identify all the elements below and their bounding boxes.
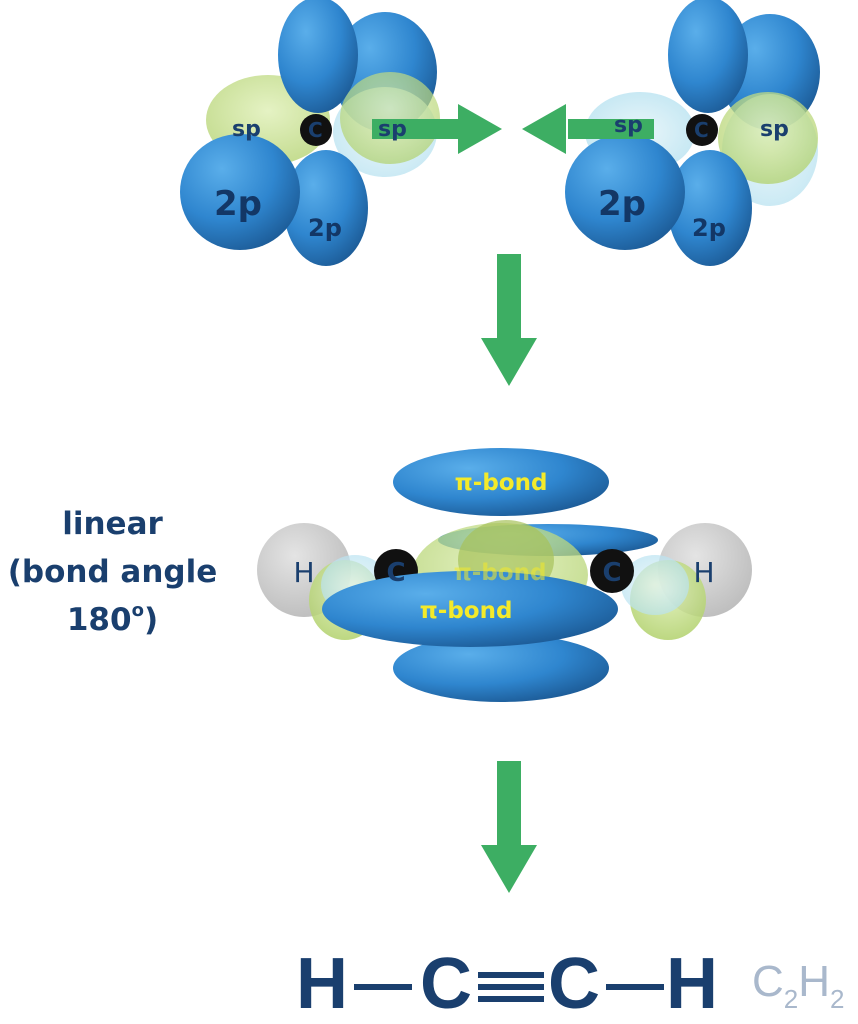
molecular-formula: C2H2 <box>752 952 845 1012</box>
pi-bond-label: π-bond <box>455 470 548 496</box>
mol-carbon: C <box>752 957 784 1006</box>
pi-bond-lobe <box>322 571 618 647</box>
carbon-atom <box>686 114 718 146</box>
p-orbital-label: 2p <box>308 214 342 242</box>
closing-paren: ) <box>143 602 159 638</box>
formula-hydrogen: H <box>296 944 348 1024</box>
arrow-down-icon <box>481 761 537 893</box>
single-bond <box>606 984 664 990</box>
bond-angle-value: 180 <box>66 602 132 638</box>
arrow-down-icon <box>481 254 537 386</box>
acetylene-orbital-model <box>257 448 752 702</box>
p-orbital-label: 2p <box>598 184 646 224</box>
triple-bond-line <box>478 996 544 1002</box>
geometry-label-line3: 180o) <box>0 596 225 644</box>
carbon-atom-label: C <box>386 558 405 588</box>
carbon-atom-label: C <box>308 118 323 142</box>
hydrogen-atom-label: H <box>293 556 314 589</box>
formula-carbon: C <box>420 944 472 1024</box>
p-orbital-lobe <box>668 150 752 266</box>
sp-label: sp <box>760 117 789 142</box>
carbon-atom-label: C <box>694 118 709 142</box>
sp-label: sp <box>614 113 643 138</box>
p-orbital-lobe <box>180 134 300 250</box>
geometry-label-line2: (bond angle <box>7 554 218 590</box>
formula-carbon: C <box>548 944 600 1024</box>
sigma-bond-lobe <box>621 555 689 615</box>
pi-bond-lobe <box>393 448 609 516</box>
geometry-label: linear (bond angle 180o) <box>0 500 225 644</box>
p-orbital-label: 2p <box>692 214 726 242</box>
mol-carbon-count: 2 <box>783 984 799 1014</box>
p-orbital-lobe <box>284 150 368 266</box>
carbon-atom <box>590 549 634 593</box>
hydrogen-atom-label: H <box>693 556 714 589</box>
arrow-left-icon <box>522 104 654 154</box>
single-bond <box>354 984 412 990</box>
triple-bond-line <box>478 972 544 978</box>
mol-hydrogen: H <box>798 957 831 1006</box>
p-orbital-lobe <box>278 0 358 113</box>
arrow-right-icon <box>372 104 502 154</box>
mol-hydrogen-count: 2 <box>830 984 845 1014</box>
sp-orbital-lobe <box>718 92 818 184</box>
geometry-label-line1: linear <box>62 506 163 542</box>
carbon-atom <box>300 114 332 146</box>
sp-label: sp <box>232 117 261 142</box>
pi-bond-label: π-bond <box>420 598 513 624</box>
p-orbital-lobe <box>565 134 685 250</box>
sp-orbital-lobe <box>340 72 440 164</box>
pi-bond-lobe <box>393 634 609 702</box>
triple-bond-line <box>478 984 544 990</box>
sp-label: sp <box>378 117 407 142</box>
pi-bond-label: π-bond <box>454 560 547 586</box>
p-orbital-label: 2p <box>214 184 262 224</box>
p-orbital-lobe <box>668 0 748 113</box>
degree-symbol: o <box>131 600 144 621</box>
carbon-atom-label: C <box>602 558 621 588</box>
formula-hydrogen: H <box>666 944 718 1024</box>
